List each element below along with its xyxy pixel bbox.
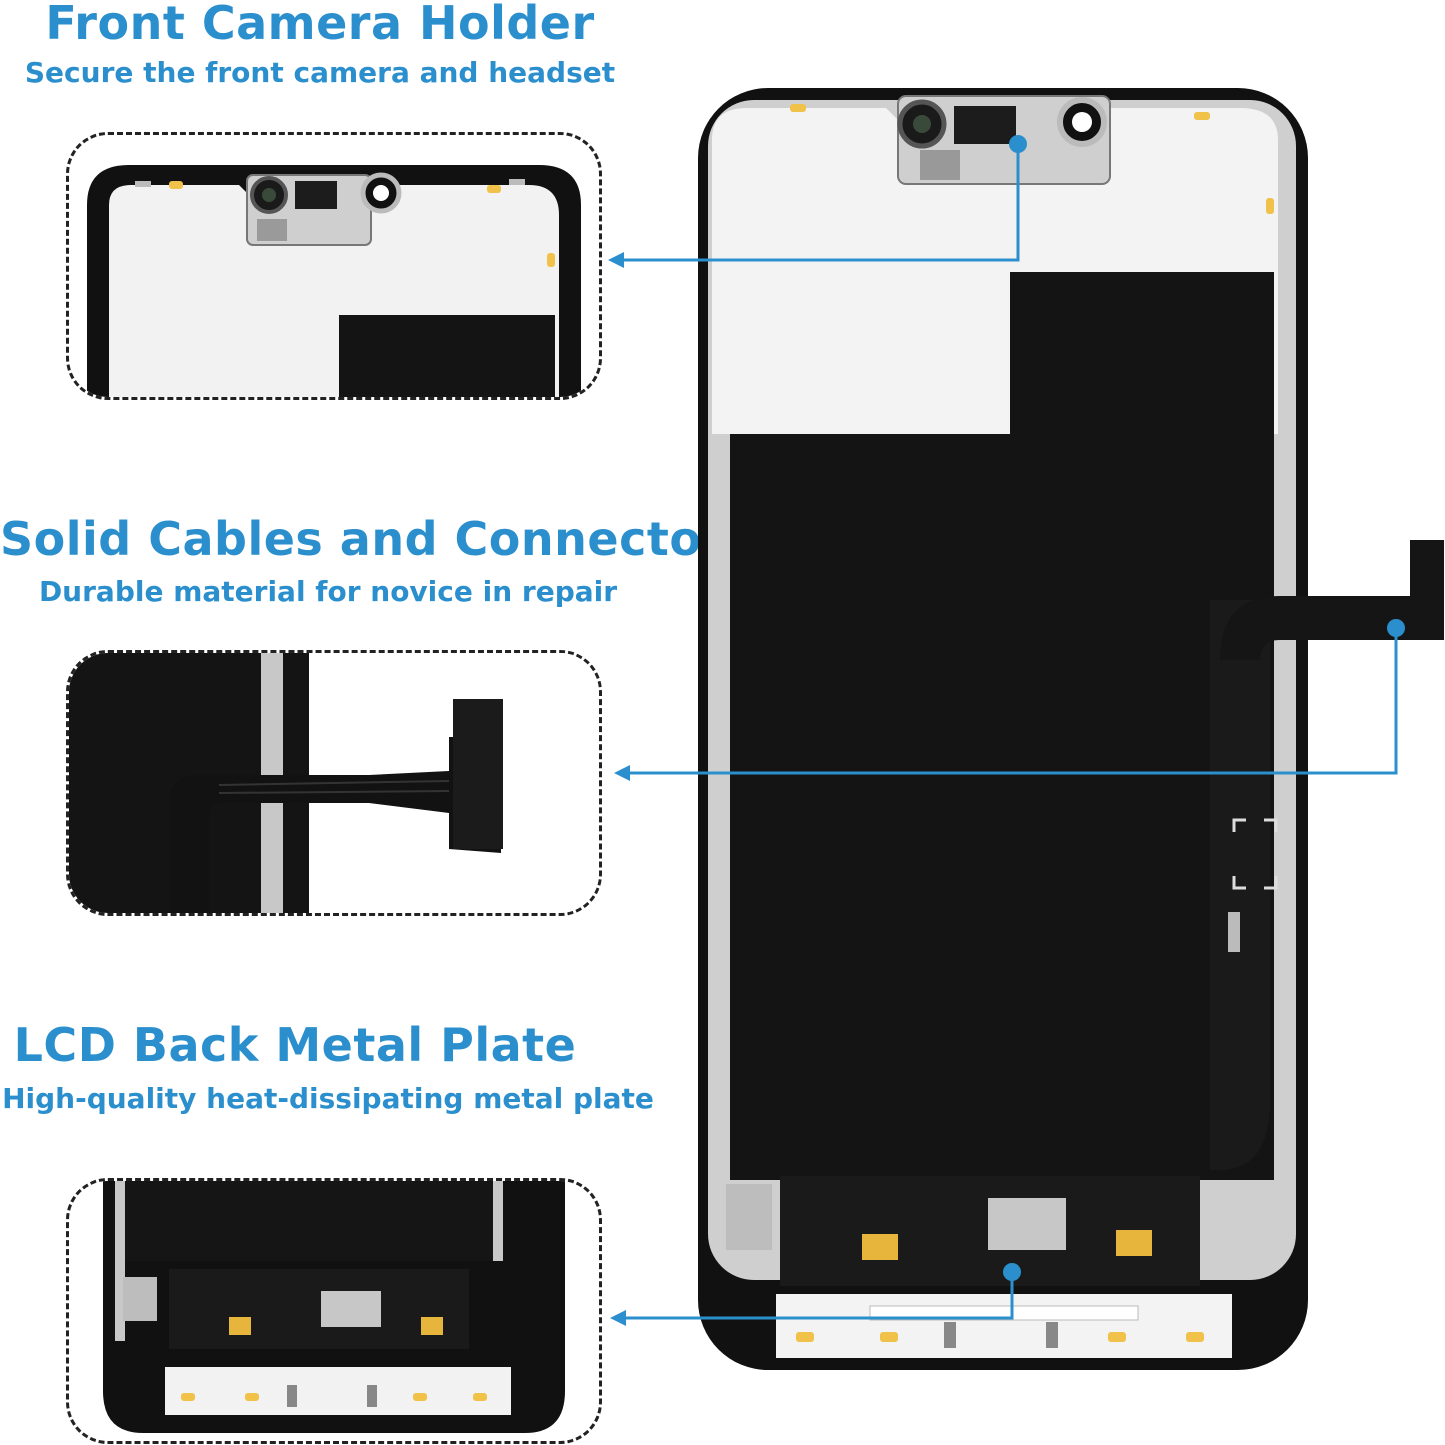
contact-pad [1186, 1332, 1204, 1342]
heading-metal-plate: LCD Back Metal Plate [13, 1018, 577, 1072]
chip [321, 1291, 381, 1327]
contact-pad [413, 1393, 427, 1401]
main-flex-cable [1210, 600, 1270, 1170]
gold-contacts [229, 1317, 251, 1335]
subheading-metal-plate: High-quality heat-dissipating metal plat… [2, 1082, 654, 1115]
contact-pad [790, 104, 806, 112]
zoom-panel-cables [66, 650, 602, 916]
contact-pad [181, 1393, 195, 1401]
bottom-metal-plate [776, 1294, 1232, 1358]
heading-cables: Solid Cables and Connectors [0, 512, 753, 566]
closeup-flex [169, 1269, 469, 1349]
sensor-module [295, 181, 337, 209]
closeup-plate [165, 1367, 511, 1415]
subheading-front-camera: Secure the front camera and headset [24, 56, 616, 89]
flex-connector [453, 699, 503, 849]
contact-pad [1108, 1332, 1126, 1342]
chip [988, 1198, 1066, 1250]
gold-contacts [1116, 1230, 1152, 1256]
cable-closeup [69, 653, 599, 913]
contact-pad [487, 185, 501, 193]
zoom-panel-front-camera [66, 132, 602, 400]
contact-pad [473, 1393, 487, 1401]
gold-contacts [421, 1317, 443, 1335]
heading-front-camera: Front Camera Holder [45, 0, 595, 50]
contact-pad [1194, 112, 1210, 120]
closeup-black-sheet [339, 315, 555, 397]
subheading-cables: Durable material for novice in repair [38, 575, 618, 608]
sensor-module [954, 106, 1016, 144]
contact-pad [169, 181, 183, 189]
closeup-silver-edge [115, 1181, 125, 1341]
contact-pad [796, 1332, 814, 1342]
zoom-panel-metal-plate [66, 1178, 602, 1444]
chip [726, 1184, 772, 1250]
contact-pad [1266, 198, 1274, 214]
gold-contacts [862, 1234, 898, 1260]
chip [123, 1277, 157, 1321]
contact-pad [547, 253, 555, 267]
contact-pad [245, 1393, 259, 1401]
alignment-marks [1232, 818, 1278, 890]
closeup-black-sheet [125, 1181, 493, 1261]
metal-plate-closeup [103, 1181, 565, 1433]
contact-pad [880, 1332, 898, 1342]
front-camera-closeup [87, 165, 581, 397]
